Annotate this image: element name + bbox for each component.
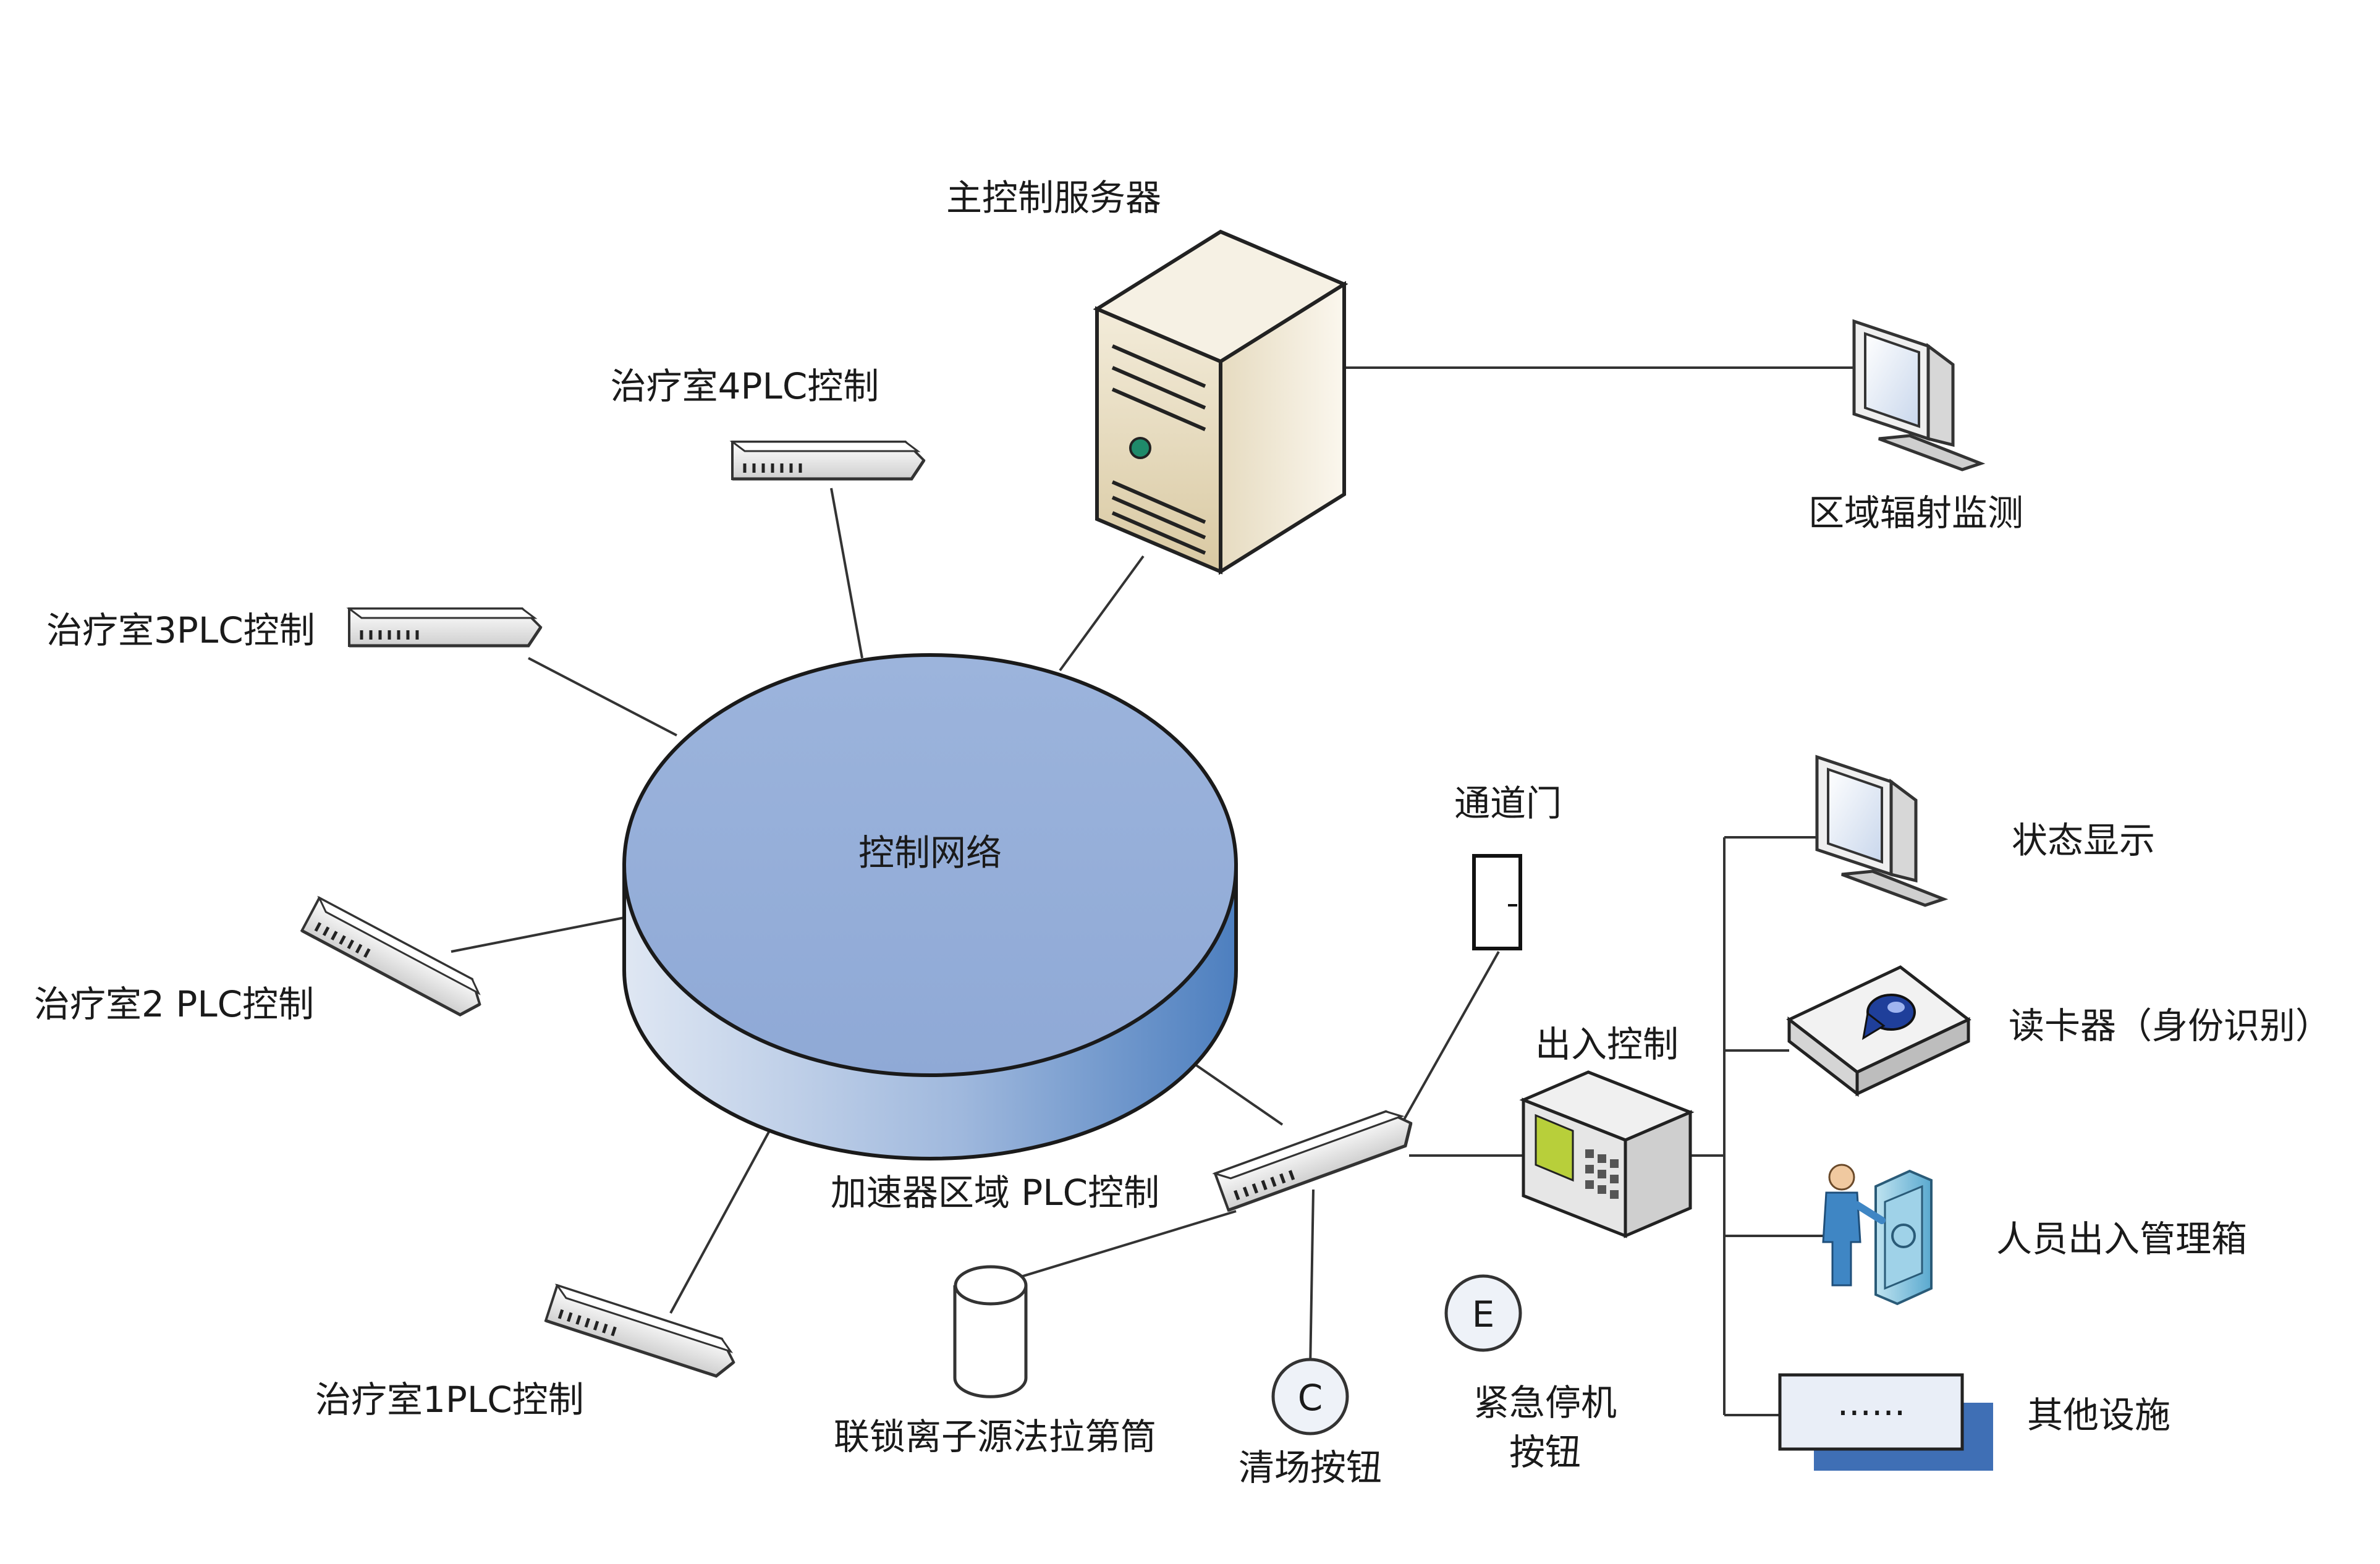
estop-label-line1: 紧急停机 bbox=[1473, 1382, 1617, 1424]
other-box bbox=[1778, 1373, 1964, 1451]
access-control-label: 出入控制 bbox=[1535, 1023, 1679, 1065]
switch-device-icon bbox=[732, 442, 924, 479]
room3-plc: 治疗室3PLC控制 bbox=[46, 609, 541, 651]
room1-plc: 治疗室1PLC控制 bbox=[315, 1285, 739, 1421]
card-reader-label: 读卡器（身份识别） bbox=[2009, 1005, 2331, 1047]
estop-label-line2: 按钮 bbox=[1509, 1431, 1581, 1473]
passage-door-label: 通道门 bbox=[1454, 782, 1562, 824]
estop-letter: E bbox=[1472, 1293, 1495, 1335]
card-reader: 读卡器（身份识别） bbox=[1786, 965, 2331, 1097]
card-reader-icon bbox=[1786, 965, 1971, 1097]
accelerator-plc: 加速器区域 PLC控制 bbox=[831, 1105, 1418, 1214]
passage-door: 通道门 bbox=[1454, 782, 1562, 950]
access-control: 出入控制 bbox=[1519, 1023, 1695, 1238]
radiation-monitor: 区域辐射监测 bbox=[1808, 321, 2023, 534]
room4-label: 治疗室4PLC控制 bbox=[611, 365, 879, 407]
cylinder-icon bbox=[953, 1265, 1028, 1398]
main-server: 主控制服务器 bbox=[946, 177, 1349, 575]
faraday-cup-label: 联锁离子源法拉第筒 bbox=[834, 1416, 1156, 1458]
round-button-icon bbox=[1444, 1274, 1522, 1352]
radiation-monitor-label: 区域辐射监测 bbox=[1808, 492, 2023, 534]
crt-monitor-icon bbox=[1817, 757, 1944, 905]
clear-button: C 清场按钮 bbox=[1239, 1358, 1382, 1489]
clear-button-label: 清场按钮 bbox=[1239, 1447, 1382, 1489]
control-network-cylinder: 控制网络 bbox=[622, 653, 1238, 1160]
room2-label: 治疗室2 PLC控制 bbox=[34, 983, 314, 1025]
other-facilities-label: 其他设施 bbox=[2027, 1394, 2170, 1436]
other-facilities: ...... 其他设施 bbox=[1778, 1373, 2170, 1471]
network-label: 控制网络 bbox=[858, 832, 1002, 874]
switch-device-icon bbox=[302, 898, 488, 1021]
status-display: 状态显示 bbox=[1817, 757, 2155, 905]
room3-label: 治疗室3PLC控制 bbox=[46, 609, 315, 651]
personnel-box: 人员出入管理箱 bbox=[1822, 1164, 2247, 1306]
tower-server-icon bbox=[1093, 229, 1349, 575]
room2-plc: 治疗室2 PLC控制 bbox=[34, 898, 488, 1025]
emergency-stop-button: E 紧急停机 按钮 bbox=[1444, 1274, 1617, 1473]
room4-plc: 治疗室4PLC控制 bbox=[611, 365, 924, 479]
access-panel-icon bbox=[1519, 1070, 1695, 1238]
other-dots: ...... bbox=[1837, 1382, 1906, 1424]
switch-device-icon bbox=[1215, 1105, 1417, 1211]
switch-device-icon bbox=[349, 609, 541, 646]
round-button-icon bbox=[1271, 1358, 1349, 1435]
personnel-box-label: 人员出入管理箱 bbox=[1996, 1218, 2247, 1260]
faraday-cup: 联锁离子源法拉第筒 bbox=[834, 1265, 1156, 1458]
switch-device-icon bbox=[546, 1285, 739, 1380]
accelerator-plc-label: 加速器区域 PLC控制 bbox=[831, 1172, 1159, 1214]
door-icon bbox=[1472, 854, 1522, 950]
clear-button-letter: C bbox=[1298, 1377, 1323, 1419]
status-display-label: 状态显示 bbox=[2012, 819, 2155, 861]
crt-monitor-icon bbox=[1854, 321, 1981, 470]
room1-label: 治疗室1PLC控制 bbox=[315, 1379, 584, 1421]
person-cabinet-icon bbox=[1822, 1164, 1933, 1306]
main-server-label: 主控制服务器 bbox=[946, 177, 1161, 219]
